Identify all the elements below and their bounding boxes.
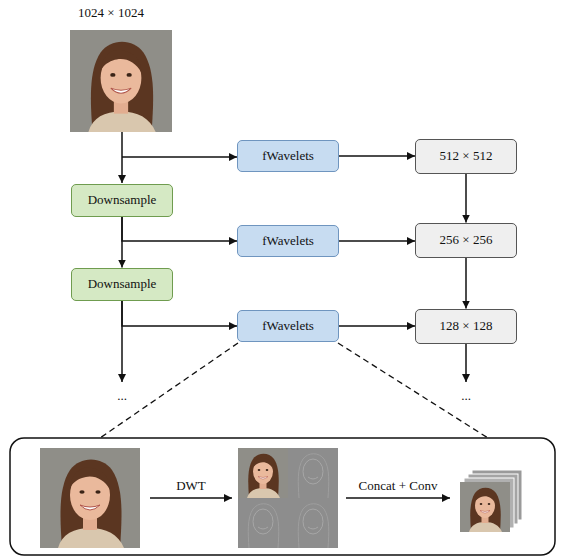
resolution-box: 256 × 256 bbox=[415, 223, 517, 258]
flow-arrow bbox=[122, 217, 237, 242]
subband-lh bbox=[238, 498, 288, 548]
detail-panel bbox=[10, 438, 555, 555]
wavelet-box: fWavelets bbox=[237, 140, 339, 172]
box-text: 128 × 128 bbox=[440, 319, 493, 333]
box-text: 256 × 256 bbox=[440, 233, 493, 247]
box-text: Downsample bbox=[88, 193, 157, 207]
box-text: fWavelets bbox=[262, 319, 314, 333]
wavelet-box: fWavelets bbox=[237, 310, 339, 342]
resolution-box: 128 × 128 bbox=[415, 309, 517, 344]
subband-hl bbox=[288, 448, 338, 498]
zoom-line bbox=[338, 343, 488, 438]
flow-arrow bbox=[465, 258, 467, 309]
wavelet-subbands bbox=[238, 448, 338, 548]
flow-arrow bbox=[339, 240, 415, 242]
step-label: DWT bbox=[176, 479, 206, 493]
flow-arrow bbox=[339, 155, 415, 157]
zoom-lines bbox=[100, 343, 488, 438]
flow-arrow bbox=[339, 325, 415, 327]
feature-front bbox=[460, 482, 510, 532]
ellipsis: ... bbox=[117, 389, 127, 403]
conv-arrow bbox=[346, 497, 450, 499]
branch-line bbox=[122, 156, 237, 158]
box-text: fWavelets bbox=[262, 234, 314, 248]
feature-stack bbox=[460, 470, 522, 532]
box-text: Downsample bbox=[88, 277, 157, 291]
detail-photo bbox=[40, 448, 140, 548]
subband-ll bbox=[238, 448, 288, 498]
flow-arrow bbox=[465, 174, 467, 223]
ellipsis: ... bbox=[461, 389, 471, 403]
wavelet-box: fWavelets bbox=[237, 225, 339, 257]
flow-arrow bbox=[121, 217, 123, 268]
flow-arrow bbox=[122, 301, 237, 327]
subband-hh bbox=[288, 498, 338, 548]
step-label: Concat + Conv bbox=[359, 479, 438, 493]
dwt-arrow bbox=[150, 497, 232, 499]
box-text: fWavelets bbox=[262, 149, 314, 163]
downsample-box: Downsample bbox=[71, 184, 173, 217]
trunk-line bbox=[465, 343, 467, 382]
resolution-box: 512 × 512 bbox=[415, 139, 517, 174]
resolution-label: 1024 × 1024 bbox=[78, 6, 144, 20]
zoom-line bbox=[100, 343, 238, 438]
box-text: 512 × 512 bbox=[440, 149, 493, 163]
downsample-box: Downsample bbox=[71, 268, 173, 301]
input-photo bbox=[70, 30, 172, 132]
